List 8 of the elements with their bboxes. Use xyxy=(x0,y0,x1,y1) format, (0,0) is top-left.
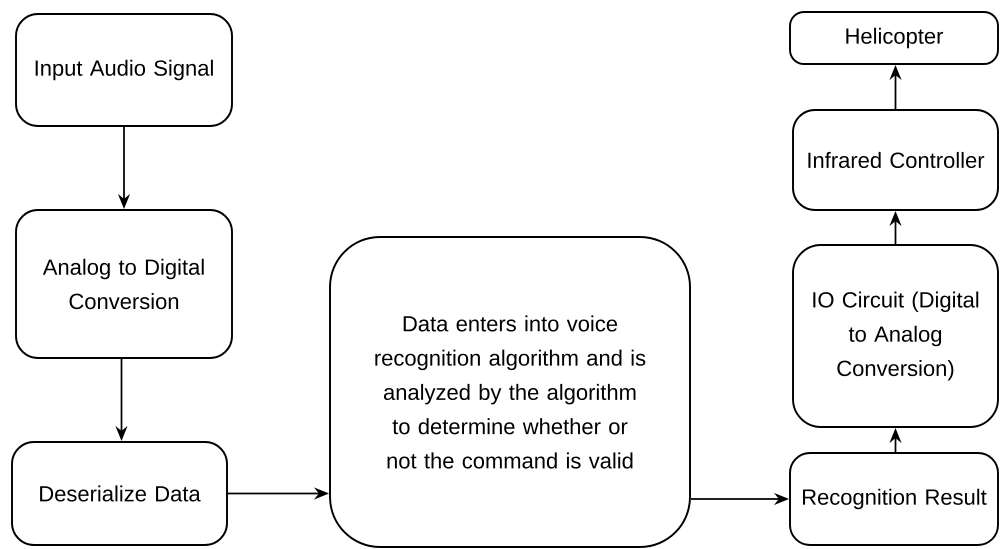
process-box: Input Audio Signal xyxy=(15,13,233,127)
process-box: IO Circuit (Digital to Analog Conversion) xyxy=(792,244,999,428)
process-box: Data enters into voice recognition algorithm and is analyzed by the algorithm to determine whether or not the command is valid xyxy=(329,236,691,548)
process-box: Deserialize Data xyxy=(11,441,228,546)
process-box: Infrared Controller xyxy=(792,109,999,211)
process-box: Recognition Result xyxy=(789,452,999,546)
process-box: Analog to Digital Conversion xyxy=(15,209,233,359)
process-box: Helicopter xyxy=(789,11,999,65)
